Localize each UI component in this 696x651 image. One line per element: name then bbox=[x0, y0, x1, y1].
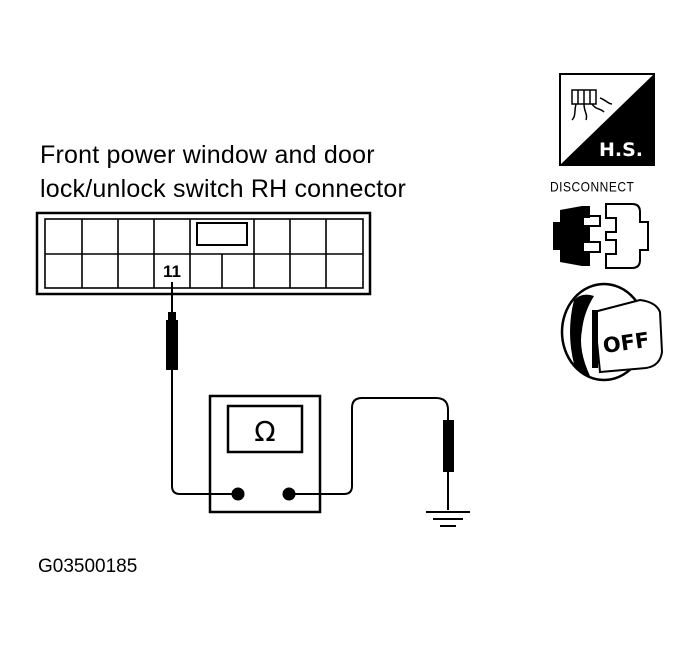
meter-display bbox=[226, 404, 304, 454]
figure-id: G03500185 bbox=[38, 556, 138, 577]
title-line-1: Front power window and door bbox=[40, 141, 375, 169]
ohm-symbol: Ω bbox=[254, 415, 275, 448]
probe-wire-right bbox=[289, 397, 449, 495]
ground-icon bbox=[426, 511, 470, 527]
connector bbox=[35, 211, 372, 296]
disconnect-label: DISCONNECT bbox=[550, 179, 635, 196]
ohmmeter bbox=[208, 394, 322, 514]
ignition-off-icon bbox=[560, 282, 664, 382]
connector-title: Front power window and door lock/unlock … bbox=[40, 138, 406, 206]
terminal-label: 11 bbox=[163, 262, 181, 281]
connector-latch bbox=[196, 222, 248, 246]
meter-body bbox=[208, 394, 322, 514]
meter-terminal-left bbox=[231, 487, 245, 501]
hs-label: H.S. bbox=[599, 139, 643, 161]
connector-cell-dividers bbox=[81, 219, 327, 288]
connector-disconnect-icon bbox=[553, 203, 649, 269]
ground-probe-icon bbox=[443, 420, 454, 510]
probe-icon bbox=[166, 300, 178, 370]
title-line-2: lock/unlock switch RH connector bbox=[40, 175, 407, 203]
harness-hs-icon bbox=[559, 73, 655, 166]
probe-wire-left bbox=[171, 282, 236, 495]
connector-outline bbox=[35, 211, 372, 296]
